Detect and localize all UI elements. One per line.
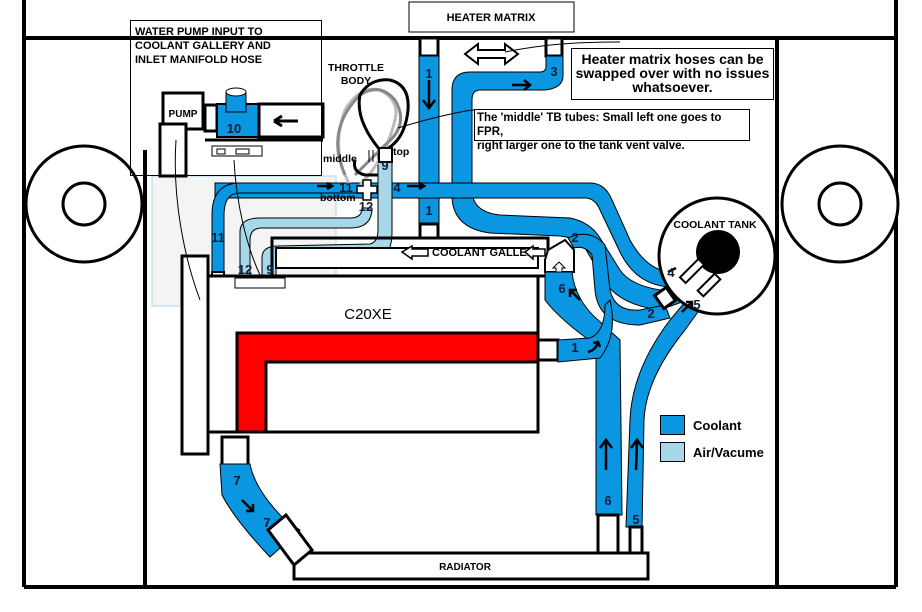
gallery-arrow-left-icon bbox=[400, 244, 429, 261]
throttle-body bbox=[336, 78, 410, 187]
heater-matrix-label: HEATER MATRIX bbox=[447, 12, 536, 24]
gallery-arrow-left-icon-2 bbox=[523, 244, 546, 261]
hose-label: 4 bbox=[393, 180, 401, 195]
hose-label: 11 bbox=[339, 180, 353, 195]
hose-5 bbox=[625, 289, 709, 528]
hose-label: 1 bbox=[425, 66, 432, 81]
water-pump-note-line: WATER PUMP INPUT TO bbox=[135, 26, 263, 38]
hose-label: 4 bbox=[667, 265, 675, 280]
hose-number-labels: 1 1 1 2 2 3 4 4 5 5 6 6 7 7 9 9 10 11 11… bbox=[211, 64, 700, 530]
legend-item-air: Air/Vacume bbox=[660, 440, 764, 464]
hose-label: 1 bbox=[425, 203, 432, 218]
flow-arrows bbox=[241, 79, 694, 513]
coolant-gallery-label: COOLANT GALLERY bbox=[432, 247, 542, 259]
hose-label: 10 bbox=[227, 121, 241, 136]
hose-label: 12 bbox=[359, 199, 373, 214]
throttle-middle-label: middle bbox=[323, 153, 357, 165]
pump-label: PUMP bbox=[169, 109, 198, 120]
legend-swatch-air bbox=[660, 442, 685, 462]
left-wheel bbox=[24, 144, 144, 264]
t-junction bbox=[356, 179, 378, 201]
radiator-label: RADIATOR bbox=[439, 562, 492, 573]
hose-label: 9 bbox=[266, 262, 273, 277]
legend-label: Air/Vacume bbox=[693, 444, 764, 460]
hose-label: 12 bbox=[238, 262, 252, 277]
hose-label: 6 bbox=[604, 493, 611, 508]
heater-swap-note: Heater matrix hoses can be swapped over … bbox=[571, 48, 774, 100]
heater-note-line: Heater matrix hoses can be bbox=[581, 51, 764, 67]
hose-label: 2 bbox=[571, 230, 578, 245]
hose-label: 2 bbox=[647, 306, 654, 321]
water-pump-note-line: COOLANT GALLERY AND bbox=[135, 40, 271, 52]
throttle-bottom-label: bottom bbox=[320, 192, 356, 204]
hose-label: 7 bbox=[233, 473, 240, 488]
throttle-body-label-1: THROTTLE bbox=[328, 62, 384, 74]
heater-note-line: swapped over with no issues bbox=[575, 65, 770, 81]
coolant-tank bbox=[657, 196, 777, 316]
hot-passage bbox=[235, 331, 540, 434]
hose-label: 7 bbox=[263, 515, 270, 530]
hose-label: 11 bbox=[211, 230, 225, 245]
swap-double-arrow bbox=[463, 41, 520, 67]
hose-label: 5 bbox=[632, 512, 639, 527]
heater-note-line: whatsoever. bbox=[632, 79, 713, 95]
engine-bay-frame bbox=[22, 0, 898, 589]
engine-model-label: C20XE bbox=[344, 306, 392, 323]
legend: Coolant Air/Vacume bbox=[660, 413, 764, 467]
hose-label: 3 bbox=[550, 64, 557, 79]
hose-label: 5 bbox=[693, 297, 700, 312]
hose-label: 9 bbox=[381, 158, 388, 173]
legend-label: Coolant bbox=[693, 417, 742, 433]
right-wheel bbox=[780, 144, 900, 264]
legend-swatch-coolant bbox=[660, 415, 685, 435]
gallery-outlet bbox=[544, 238, 575, 273]
tb-note-line: right larger one to the tank vent valve. bbox=[477, 140, 685, 152]
water-pump-inset: PUMP bbox=[158, 87, 325, 178]
throttle-top-label: top bbox=[393, 146, 409, 158]
hose-label: 1 bbox=[571, 340, 578, 355]
engine-block bbox=[180, 236, 560, 469]
hose-12 bbox=[239, 207, 373, 279]
heater-matrix bbox=[408, 1, 575, 33]
coolant-tank-label: COOLANT TANK bbox=[673, 219, 757, 231]
throttle-body-label-2: BODY bbox=[341, 75, 371, 87]
water-pump-note: WATER PUMP INPUT TO COOLANT GALLERY AND … bbox=[130, 20, 322, 176]
hose-2 bbox=[567, 233, 671, 326]
pump-flow-arrow-icon bbox=[273, 114, 298, 128]
legend-item-coolant: Coolant bbox=[660, 413, 764, 437]
hose-label: 6 bbox=[558, 281, 565, 296]
tb-note-line: The 'middle' TB tubes: Small left one go… bbox=[477, 112, 722, 138]
water-pump-note-line: INLET MANIFOLD HOSE bbox=[135, 54, 263, 66]
tb-tubes-note: The 'middle' TB tubes: Small left one go… bbox=[474, 109, 750, 152]
